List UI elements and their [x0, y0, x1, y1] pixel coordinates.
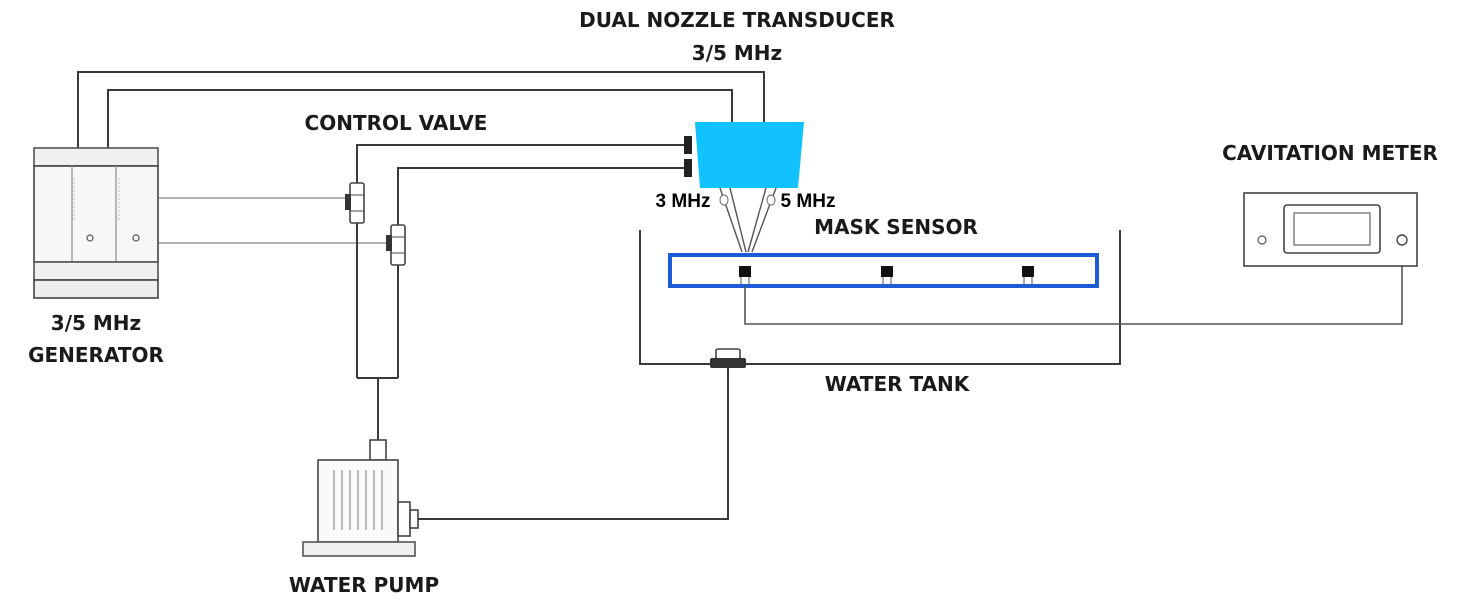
tank-icon: [639, 230, 1121, 374]
pump-icon: [302, 439, 419, 557]
generator-icon: [33, 147, 159, 299]
mask-sensor-icon: [668, 253, 1099, 288]
generator-label-line1: 3/5 MHz: [51, 311, 141, 335]
freq-5mhz-label: 5 MHz: [781, 191, 836, 212]
freq-3mhz-label: 3 MHz: [656, 191, 711, 212]
water-tank-label: WATER TANK: [825, 372, 971, 396]
mask-sensor-label: MASK SENSOR: [814, 215, 978, 239]
sensor-meter-cable: [744, 242, 1403, 325]
control-valve-label: CONTROL VALVE: [305, 111, 488, 135]
pump-tank-pipe: [418, 366, 729, 520]
valve-icon: [345, 182, 365, 224]
valve-pipes: [356, 144, 690, 440]
meter-icon: [1243, 192, 1418, 267]
cavitation-meter-label: CAVITATION METER: [1222, 141, 1438, 165]
transducer-title-line2: 3/5 MHz: [692, 41, 782, 65]
water-pump-label: WATER PUMP: [289, 573, 439, 597]
valve-icon: [386, 224, 406, 266]
generator-label-line2: GENERATOR: [28, 343, 164, 367]
generator-transducer-cables: [77, 71, 765, 148]
transducer-icon: [684, 122, 804, 253]
generator-valve-lines: [158, 197, 386, 244]
transducer-title-line1: DUAL NOZZLE TRANSDUCER: [579, 8, 895, 32]
